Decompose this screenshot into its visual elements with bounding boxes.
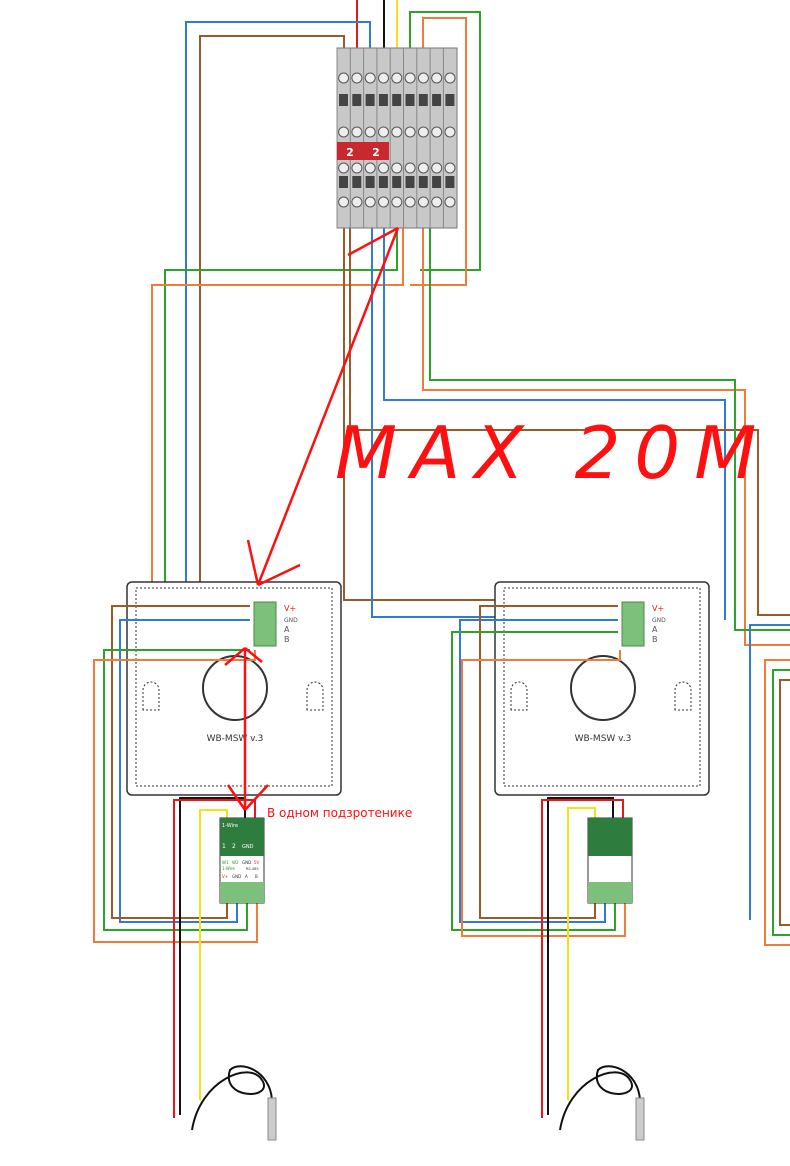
- screw-icon: [404, 72, 416, 84]
- annotation: MAX 20M В одном подзротенике: [224, 226, 770, 820]
- terminal-label: GND: [652, 617, 666, 624]
- mount-hole-icon: [142, 681, 160, 711]
- marker-red-1: [337, 142, 363, 160]
- screw-icon: [391, 126, 403, 138]
- terminal-label: B: [284, 635, 290, 644]
- screw-icon: [431, 162, 443, 174]
- terminal-label: A: [652, 625, 658, 634]
- marker-label: 2: [346, 146, 354, 159]
- screw-icon: [364, 72, 376, 84]
- screw-icon: [431, 126, 443, 138]
- module-label: GND: [242, 860, 251, 865]
- temperature-probe-2: [559, 1065, 645, 1141]
- screw-icon: [338, 126, 350, 138]
- screw-icon: [364, 162, 376, 174]
- screw-icon: [404, 126, 416, 138]
- module-label: B: [255, 874, 258, 879]
- screw-icon: [444, 196, 456, 208]
- screw-icon: [351, 72, 363, 84]
- terminal-label: V+: [284, 604, 296, 613]
- module-label: 1-Wire: [222, 866, 235, 871]
- device-name: WB-MSW v.3: [575, 734, 632, 744]
- screw-icon: [431, 196, 443, 208]
- screw-icon: [417, 196, 429, 208]
- module-label: RS-485: [246, 867, 259, 871]
- device-name: WB-MSW v.3: [207, 734, 264, 744]
- screw-icon: [431, 72, 443, 84]
- screw-icon: [378, 196, 389, 208]
- sensor-grille-icon: [570, 655, 636, 721]
- screw-icon: [378, 162, 389, 174]
- screw-icon: [364, 196, 376, 208]
- double-arrow-icon: [224, 647, 269, 811]
- screw-icon: [351, 162, 363, 174]
- terminal-label: A: [284, 625, 290, 634]
- terminal-label: B: [652, 635, 658, 644]
- device-2: WB-MSW v.3 V+ GND A B: [494, 581, 710, 796]
- module-label: V+: [222, 874, 228, 879]
- module-label: W2: [232, 860, 239, 865]
- screw-icon: [351, 196, 363, 208]
- module-label: 1: [222, 843, 226, 850]
- screw-icon: [417, 126, 429, 138]
- module-label: 1-Wire: [222, 823, 238, 829]
- screw-icon: [338, 196, 350, 208]
- screw-icon: [391, 72, 403, 84]
- same-box-note: В одном подзротенике: [267, 806, 412, 820]
- screw-icon: [338, 162, 350, 174]
- screw-icon: [417, 162, 429, 174]
- module-label: GND: [232, 874, 241, 879]
- module-label: W1: [222, 860, 229, 865]
- screw-icon: [444, 126, 456, 138]
- terminal-block: 2 2: [336, 47, 458, 229]
- max-length-note: MAX 20M: [335, 411, 770, 495]
- screw-icon: [417, 72, 429, 84]
- screw-icon: [378, 72, 389, 84]
- screw-icon: [391, 196, 403, 208]
- module-1: 1-Wire 1 2 GND W1 W2 GND 5V 1-Wire RS-48…: [219, 817, 265, 904]
- terminal-label: GND: [284, 617, 298, 624]
- screw-icon: [391, 162, 403, 174]
- screw-icon: [338, 72, 350, 84]
- module-2: [587, 817, 633, 904]
- module-label: A: [245, 874, 248, 879]
- marker-red-2: [363, 142, 389, 160]
- mount-hole-icon: [306, 681, 324, 711]
- screw-icon: [444, 72, 456, 84]
- arrow-icon: [246, 226, 400, 587]
- screw-icon: [404, 196, 416, 208]
- screw-icon: [444, 162, 456, 174]
- sensor-grille-icon: [202, 655, 268, 721]
- mount-hole-icon: [674, 681, 692, 711]
- marker-label: 2: [372, 146, 380, 159]
- mount-hole-icon: [510, 681, 528, 711]
- module-label: 5V: [254, 860, 260, 865]
- terminal-label: V+: [652, 604, 664, 613]
- module-label: GND: [242, 844, 254, 850]
- screw-icon: [351, 126, 363, 138]
- temperature-probe-1: [191, 1065, 277, 1141]
- screw-icon: [364, 126, 376, 138]
- module-label: 2: [232, 843, 236, 850]
- module-wires: [93, 605, 790, 1118]
- screw-icon: [378, 126, 389, 138]
- device-1: WB-MSW v.3 V+ GND A B: [126, 581, 342, 796]
- screw-icon: [404, 162, 416, 174]
